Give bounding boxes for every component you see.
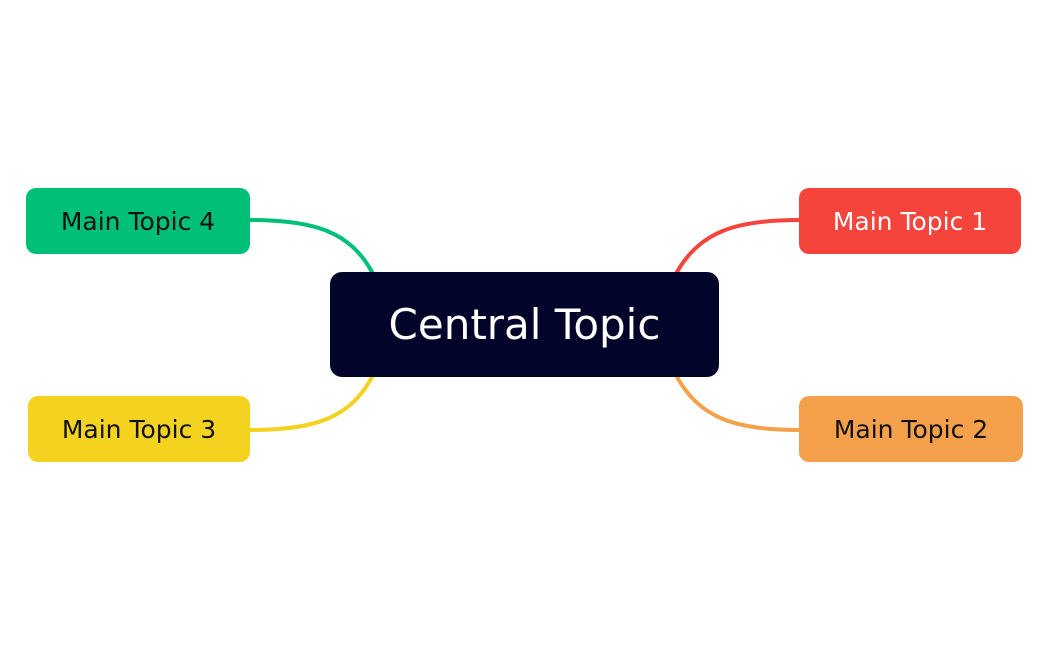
main-topic-3-label: Main Topic 3 xyxy=(61,414,217,444)
main-topic-1-node[interactable]: Main Topic 1 xyxy=(799,188,1021,254)
main-topic-4-node[interactable]: Main Topic 4 xyxy=(26,188,250,254)
connector-topic-1 xyxy=(675,218,801,274)
main-topic-2-node[interactable]: Main Topic 2 xyxy=(799,396,1023,462)
connector-topic-3 xyxy=(248,375,374,432)
connector-topic-4 xyxy=(248,218,374,274)
central-topic-label: Central Topic xyxy=(388,300,661,349)
main-topic-1-label: Main Topic 1 xyxy=(832,206,988,236)
main-topic-4-label: Main Topic 4 xyxy=(60,206,216,236)
main-topic-3-node[interactable]: Main Topic 3 xyxy=(28,396,250,462)
main-topic-2-label: Main Topic 2 xyxy=(833,414,989,444)
central-topic-node[interactable]: Central Topic xyxy=(330,272,719,377)
connector-topic-2 xyxy=(675,375,801,432)
